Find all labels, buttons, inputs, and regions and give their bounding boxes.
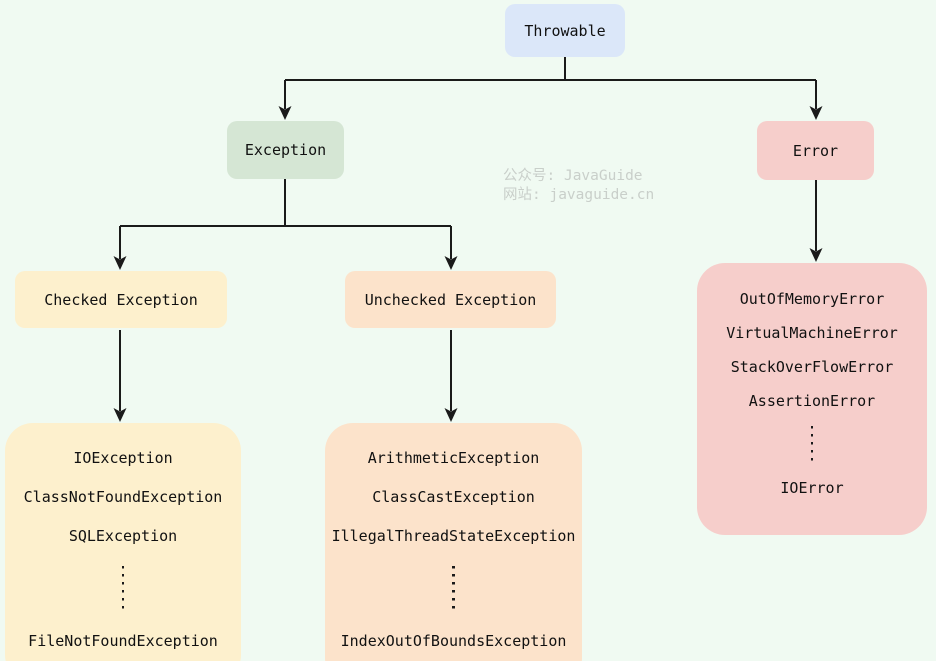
- vertical-ellipsis: [452, 566, 455, 612]
- arrowhead: [444, 256, 458, 270]
- node-error-label: Error: [792, 141, 839, 160]
- list-item: IndexOutOfBoundsException: [340, 632, 567, 650]
- list-item: IllegalThreadStateException: [331, 527, 576, 545]
- node-throwable-label: Throwable: [524, 21, 606, 40]
- list-item: OutOfMemoryError: [739, 290, 885, 308]
- list-item: IOError: [780, 479, 844, 497]
- watermark: 公众号: JavaGuide 网站: javaguide.cn: [503, 167, 654, 205]
- node-unchecked-exception-label: Unchecked Exception: [364, 290, 537, 309]
- list-item: IOException: [73, 449, 173, 467]
- list-item: FileNotFoundException: [28, 632, 218, 650]
- watermark-line2: 网站: javaguide.cn: [503, 187, 655, 203]
- node-checked-exception-label: Checked Exception: [44, 290, 198, 309]
- node-exception-label: Exception: [244, 141, 327, 159]
- list-item: AssertionError: [748, 392, 876, 410]
- node-checked-exception: Checked Exception: [15, 271, 227, 328]
- list-item: StackOverFlowError: [730, 358, 894, 376]
- list-item: SQLException: [68, 527, 178, 545]
- watermark-line1: 公众号: JavaGuide: [503, 168, 643, 184]
- arrowhead: [444, 408, 458, 422]
- node-unchecked-exception: Unchecked Exception: [345, 271, 556, 328]
- list-item: ClassCastException: [372, 488, 535, 506]
- arrowhead: [278, 106, 292, 120]
- connector-exception-children: [119, 179, 452, 259]
- arrowhead: [809, 106, 823, 120]
- node-error: Error: [757, 121, 874, 180]
- list-item: ArithmeticException: [367, 449, 540, 467]
- arrowhead: [113, 408, 127, 422]
- node-exception: Exception: [227, 121, 344, 179]
- list-item: VirtualMachineError: [726, 324, 898, 342]
- vertical-ellipsis: [121, 566, 125, 612]
- connector-throwable-children: [284, 57, 817, 109]
- node-throwable: Throwable: [505, 4, 625, 57]
- arrowhead: [113, 256, 127, 270]
- list-item: ClassNotFoundException: [23, 488, 223, 506]
- vertical-ellipsis: [810, 426, 814, 464]
- arrowhead: [809, 248, 823, 262]
